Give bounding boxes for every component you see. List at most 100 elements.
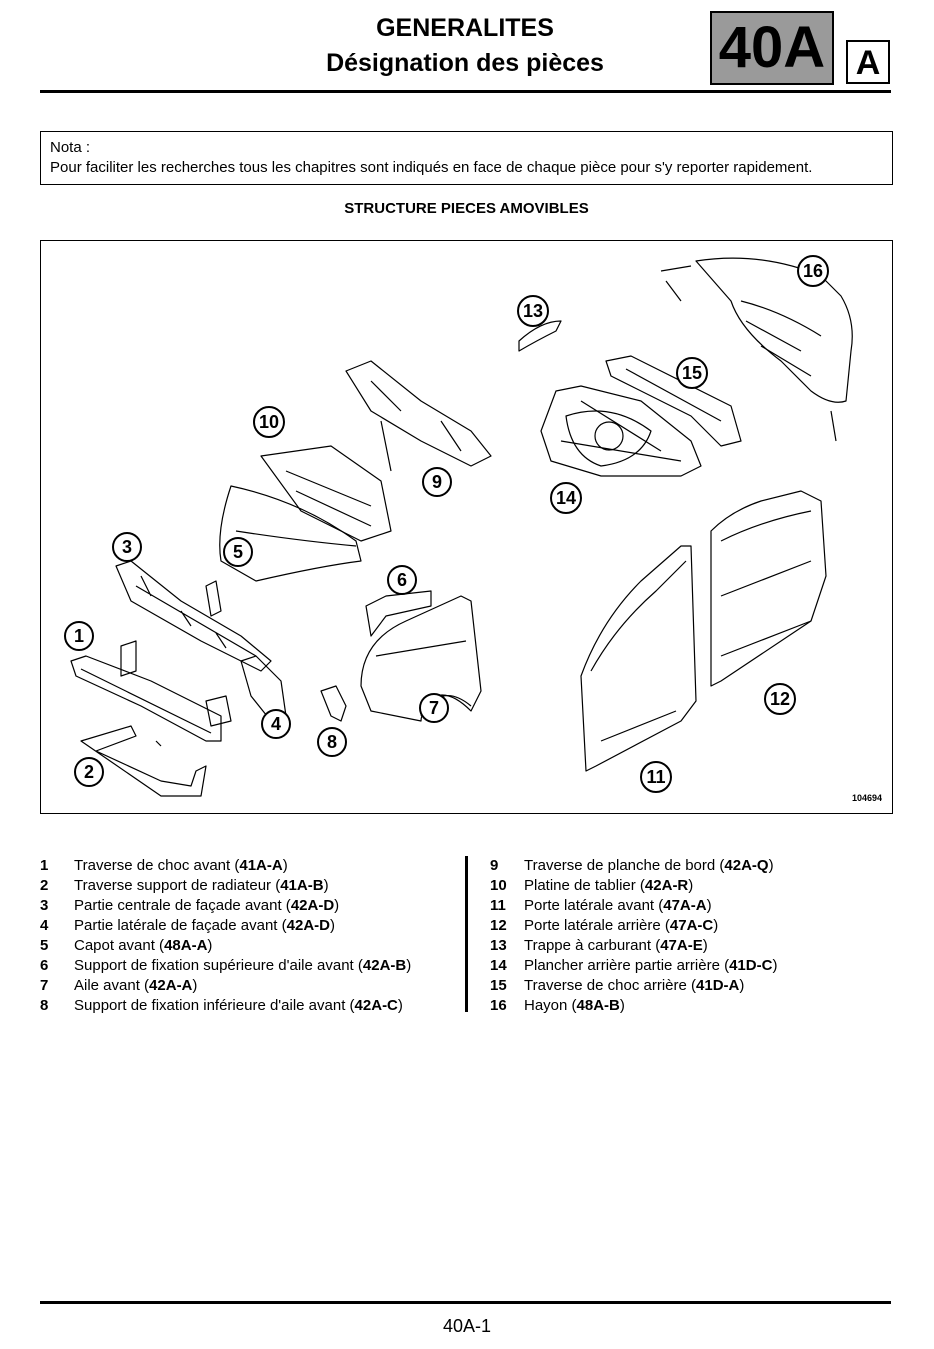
page-subtitle: Désignation des pièces — [326, 49, 604, 77]
legend-number: 4 — [40, 917, 49, 934]
legend-chapter-ref: 48A-A — [164, 937, 208, 954]
legend-item: 11 Porte latérale avant (47A-A) — [490, 896, 777, 916]
legend-part-name: Traverse de planche de bord — [524, 857, 716, 874]
legend-chapter-ref: 41D-C — [729, 957, 773, 974]
legend-part-name: Partie centrale de façade avant — [74, 897, 282, 914]
legend-text: Platine de tablier (42A-R) — [524, 877, 694, 894]
callout-8: 8 — [317, 727, 347, 757]
legend-item: 9 Traverse de planche de bord (42A-Q) — [490, 856, 777, 876]
callout-13: 13 — [517, 295, 549, 327]
figure-reference: 104694 — [851, 793, 882, 803]
callout-7: 7 — [419, 693, 449, 723]
svg-text:6: 6 — [397, 570, 407, 590]
legend-part-name: Support de fixation inférieure d'aile av… — [74, 997, 346, 1014]
legend-text: Aile avant (42A-A) — [74, 977, 198, 994]
legend-part-name: Plancher arrière partie arrière — [524, 957, 720, 974]
legend-part-name: Capot avant — [74, 937, 155, 954]
svg-text:5: 5 — [233, 542, 243, 562]
legend-text: Traverse de planche de bord (42A-Q) — [524, 857, 774, 874]
legend-item: 8 Support de fixation inférieure d'aile a… — [40, 996, 411, 1016]
svg-text:10: 10 — [259, 412, 279, 432]
legend-number: 13 — [490, 937, 507, 954]
legend-chapter-ref: 42A-A — [149, 977, 193, 994]
chapter-badge: 40A — [710, 11, 834, 85]
legend-chapter-ref: 42A-R — [644, 877, 689, 894]
callout-12: 12 — [764, 683, 796, 715]
callout-14: 14 — [550, 482, 582, 514]
legend-chapter-ref: 41D-A — [696, 977, 740, 994]
legend-chapter-ref: 42A-D — [286, 917, 330, 934]
legend-part-name: Hayon — [524, 997, 568, 1014]
svg-text:9: 9 — [432, 472, 442, 492]
legend-text: Plancher arrière partie arrière (41D-C) — [524, 957, 778, 974]
legend-part-name: Traverse support de radiateur — [74, 877, 272, 894]
svg-text:7: 7 — [429, 698, 439, 718]
legend-text: Traverse de choc avant (41A-A) — [74, 857, 288, 874]
legend-part-name: Traverse de choc avant — [74, 857, 231, 874]
legend-part-name: Porte latérale arrière — [524, 917, 661, 934]
legend-part-name: Platine de tablier — [524, 877, 636, 894]
legend-chapter-ref: 42A-D — [290, 897, 335, 914]
legend-number: 15 — [490, 977, 507, 994]
legend-number: 2 — [40, 877, 49, 894]
legend-number: 8 — [40, 997, 49, 1014]
svg-text:13: 13 — [523, 301, 543, 321]
legend-number: 10 — [490, 877, 507, 894]
legend-item: 10 Platine de tablier (42A-R) — [490, 876, 777, 896]
legend-chapter-ref: 47A-C — [669, 917, 714, 934]
legend-number: 6 — [40, 957, 49, 974]
legend-chapter-ref: 41A-A — [239, 857, 283, 874]
page-title: GENERALITES — [376, 14, 554, 42]
legend-text: Porte latérale avant (47A-A) — [524, 897, 712, 914]
legend-part-name: Partie latérale de façade avant — [74, 917, 278, 934]
legend-chapter-ref: 47A-A — [663, 897, 707, 914]
legend-chapter-ref: 48A-B — [576, 997, 620, 1014]
legend-text: Capot avant (48A-A) — [74, 937, 213, 954]
legend-item: 3 Partie centrale de façade avant (42A-D) — [40, 896, 411, 916]
svg-text:11: 11 — [646, 767, 665, 787]
svg-text:3: 3 — [122, 537, 132, 557]
legend-part-name: Support de fixation supérieure d'aile av… — [74, 957, 354, 974]
callout-2: 2 — [74, 757, 104, 787]
svg-text:14: 14 — [556, 488, 576, 508]
legend-number: 3 — [40, 897, 49, 914]
callout-10: 10 — [253, 406, 285, 438]
legend-part-name: Aile avant — [74, 977, 140, 994]
callout-1: 1 — [64, 621, 94, 651]
callout-6: 6 — [387, 565, 417, 595]
legend-text: Hayon (48A-B) — [524, 997, 625, 1014]
svg-text:2: 2 — [84, 762, 94, 782]
legend-text: Traverse de choc arrière (41D-A) — [524, 977, 745, 994]
legend-divider — [465, 856, 468, 1012]
legend-item: 14 Plancher arrière partie arrière (41D-C… — [490, 956, 777, 976]
svg-text:4: 4 — [271, 714, 281, 734]
callout-11: 11 — [640, 761, 672, 793]
legend-chapter-ref: 42A-B — [362, 957, 407, 974]
legend-number: 11 — [490, 897, 506, 914]
footer-rule — [40, 1301, 891, 1304]
legend-number: 9 — [490, 857, 499, 874]
legend-text: Support de fixation inférieure d'aile av… — [74, 997, 403, 1014]
callout-5: 5 — [223, 537, 253, 567]
note-text: Pour faciliter les recherches tous les c… — [50, 159, 813, 176]
legend-chapter-ref: 41A-B — [280, 877, 324, 894]
legend-number: 14 — [490, 957, 507, 974]
svg-text:1: 1 — [74, 626, 84, 646]
legend-text: Porte latérale arrière (47A-C) — [524, 917, 719, 934]
legend-number: 16 — [490, 997, 507, 1014]
legend-number: 7 — [40, 977, 49, 994]
callout-16: 16 — [797, 255, 829, 287]
legend-part-name: Porte latérale avant — [524, 897, 655, 914]
legend-part-name: Traverse de choc arrière — [524, 977, 687, 994]
svg-text:8: 8 — [327, 732, 337, 752]
legend-item: 16 Hayon (48A-B) — [490, 996, 777, 1016]
legend-text: Partie centrale de façade avant (42A-D) — [74, 897, 340, 914]
callout-15: 15 — [676, 357, 708, 389]
